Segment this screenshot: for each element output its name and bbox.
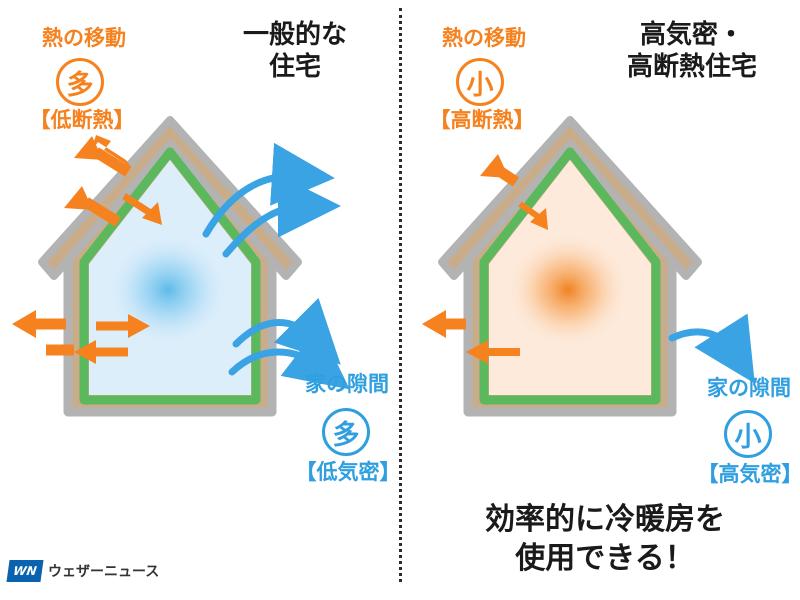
right-heat-amount-text: 小	[466, 69, 494, 101]
right-insulation-label: 【高断熱】	[429, 108, 535, 132]
left-gap-amount-badge: 多	[322, 408, 370, 456]
left-gap-amount-text: 多	[332, 419, 360, 451]
right-gap-amount-text: 小	[734, 421, 762, 453]
left-heat-amount-badge: 多	[56, 58, 104, 106]
left-gap-label: 家の隙間	[305, 372, 389, 396]
right-gap-label: 家の隙間	[707, 376, 791, 400]
right-heat-label: 熱の移動	[442, 26, 526, 50]
left-heat-amount-text: 多	[66, 69, 94, 101]
right-gap-amount-badge: 小	[724, 410, 772, 458]
logo-text: ウェザーニュース	[48, 564, 160, 580]
left-insulation-label: 【低断熱】	[29, 108, 135, 132]
left-heat-label: 熱の移動	[42, 26, 126, 50]
weathernews-logo: WN ウェザーニュース	[6, 560, 160, 582]
right-panel-title: 高気密・ 高断熱住宅	[626, 20, 757, 82]
left-airtight-label: 【低気密】	[295, 460, 401, 484]
panel-divider	[399, 8, 402, 582]
bottom-message: 効率的に冷暖房を 使用できる！	[485, 502, 725, 576]
wn-logo-icon: WN	[6, 560, 44, 582]
left-panel-title: 一般的な 住宅	[242, 20, 347, 82]
right-airtight-label: 【高気密】	[697, 462, 800, 486]
right-heat-amount-badge: 小	[456, 58, 504, 106]
